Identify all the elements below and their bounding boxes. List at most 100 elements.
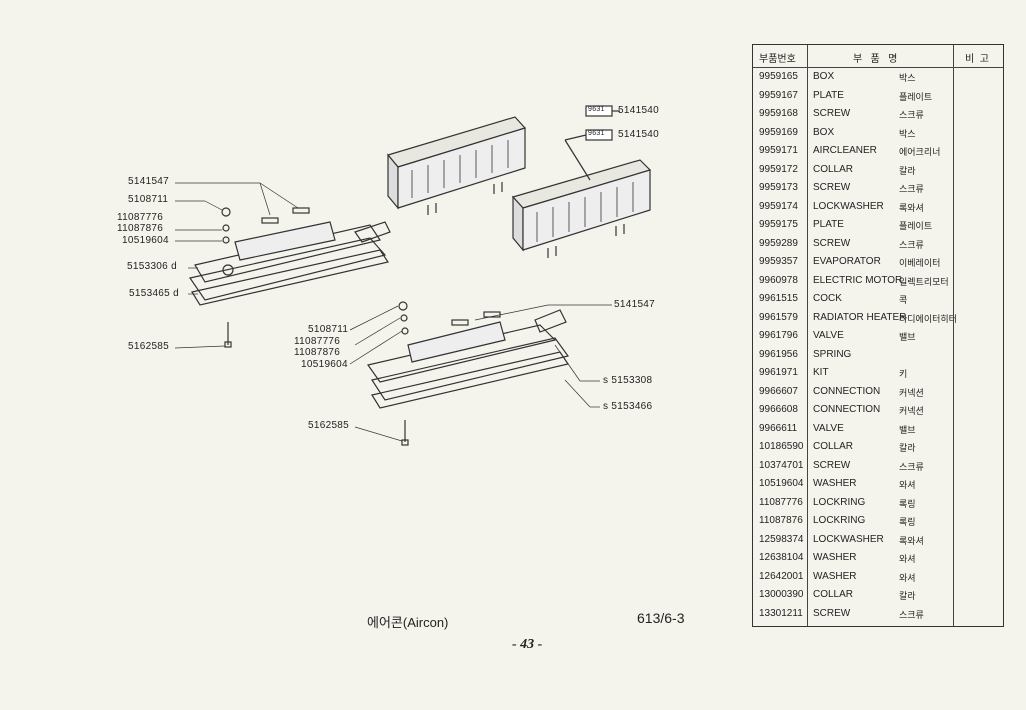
part-name-ko: 박스 — [899, 73, 916, 83]
part-name-en: EVAPORATOR — [813, 256, 881, 267]
callout-label: 5108711 — [308, 324, 349, 335]
part-number: 10186590 — [759, 441, 804, 452]
part-name-en: BOX — [813, 126, 835, 138]
part-number: 9959174 — [759, 200, 798, 212]
plate-assembly-right — [366, 301, 570, 446]
part-name-ko: 라디에이터히터 — [899, 313, 957, 324]
part-number: 9959175 — [759, 219, 798, 230]
callout-label: s 5153308 — [603, 375, 653, 386]
part-number: 11087776 — [759, 496, 803, 508]
callout-label: 11087876 — [117, 223, 164, 234]
part-name-ko: 스크류 — [899, 184, 924, 194]
part-number: 9966607 — [759, 385, 798, 397]
part-name-ko: 스크류 — [899, 609, 924, 620]
part-number: 12598374 — [759, 533, 804, 545]
part-number: 9959357 — [759, 256, 798, 267]
part-name-en: COLLAR — [813, 163, 854, 175]
part-tag: 9631 — [588, 106, 605, 113]
part-name-en: PLATE — [813, 219, 844, 230]
callout-label: 11087876 — [294, 347, 341, 358]
page-code: 613/6-3 — [637, 610, 685, 626]
part-number: 12638104 — [759, 552, 804, 563]
callout-label: s 5153466 — [603, 401, 653, 412]
plate-assembly-left — [189, 207, 391, 348]
part-name-ko: 와셔 — [899, 480, 916, 490]
air-cleaner-box-2 — [511, 159, 652, 258]
part-name-ko: 와셔 — [899, 572, 916, 583]
callout-label: 5162585 — [128, 341, 170, 352]
table-row: 9959175 PLATE 플레이트 — [753, 216, 1003, 234]
part-name-en: WASHER — [813, 570, 857, 582]
part-name-ko: 스크류 — [899, 110, 924, 120]
part-name-ko: 칼라 — [899, 165, 916, 176]
part-name-en: LOCKRING — [813, 515, 866, 526]
table-row: 12642001 WASHER 와셔 — [753, 568, 1003, 586]
part-number: 9959173 — [759, 182, 798, 193]
table-row: 11087876 LOCKRING 록링 — [753, 512, 1003, 530]
part-name-ko: 스크류 — [899, 461, 924, 472]
part-name-en: VALVE — [813, 330, 844, 341]
callout-label: 11087776 — [294, 336, 341, 347]
part-name-ko: 록링 — [899, 498, 916, 509]
callout-label: 5108711 — [128, 194, 169, 205]
callout-label: 11087776 — [117, 212, 164, 223]
part-name-en: SCREW — [813, 108, 851, 119]
part-number: 9959289 — [759, 237, 798, 249]
part-name-en: SCREW — [813, 459, 851, 471]
part-number: 13000390 — [759, 589, 804, 600]
part-number: 9959168 — [759, 108, 798, 119]
table-row: 9959165 BOX 박스 — [753, 68, 1003, 86]
part-name-en: BOX — [813, 71, 835, 82]
part-number: 9966608 — [759, 404, 798, 415]
callout-label: 5153306 d — [127, 261, 177, 272]
part-number: 10519604 — [759, 478, 804, 489]
part-name-en: LOCKRING — [813, 496, 866, 508]
table-row: 9959357 EVAPORATOR 이베레이터 — [753, 253, 1003, 271]
part-number: 9966611 — [759, 422, 798, 434]
header-remarks: 비 고 — [965, 54, 989, 65]
part-name-en: COLLAR — [813, 441, 854, 452]
part-name-en: PLATE — [813, 89, 844, 101]
exploded-parts-diagram — [174, 105, 652, 446]
figure-caption: 에어콘(Aircon) — [367, 615, 449, 630]
part-name-ko: 커넥션 — [899, 406, 924, 416]
part-number: 9959171 — [759, 145, 798, 156]
part-name-ko: 일렉트리모터 — [899, 276, 949, 287]
part-number: 9960978 — [759, 274, 798, 286]
part-number: 11087876 — [759, 515, 803, 526]
part-number: 12642001 — [759, 570, 804, 582]
part-tag: 9631 — [588, 130, 605, 137]
page-number: - 43 - — [512, 637, 543, 652]
part-name-ko: 키 — [899, 369, 908, 379]
callout-label: 5141540 — [618, 105, 660, 116]
air-cleaner-box-1 — [386, 116, 527, 215]
table-row: 9959174 LOCKWASHER 록와셔 — [753, 198, 1003, 216]
part-name-en: VALVE — [813, 422, 844, 434]
part-name-en: LOCKWASHER — [813, 200, 884, 212]
part-number: 9961515 — [759, 293, 798, 304]
part-name-ko: 이베레이터 — [899, 258, 941, 268]
part-name-en: AIRCLEANER — [813, 145, 877, 156]
part-name-ko: 플레이트 — [899, 221, 933, 231]
part-number: 9959165 — [759, 71, 798, 82]
part-name-en: ELECTRIC MOTOR — [813, 274, 903, 286]
part-name-ko: 플레이트 — [899, 91, 933, 102]
part-name-ko: 록링 — [899, 517, 916, 527]
part-number: 13301211 — [759, 607, 803, 619]
part-number: 10374701 — [759, 459, 804, 471]
part-number: 9959167 — [759, 89, 798, 101]
part-name-ko: 록와셔 — [899, 202, 924, 213]
table-row: 9959168 SCREW 스크류 — [753, 105, 1003, 123]
